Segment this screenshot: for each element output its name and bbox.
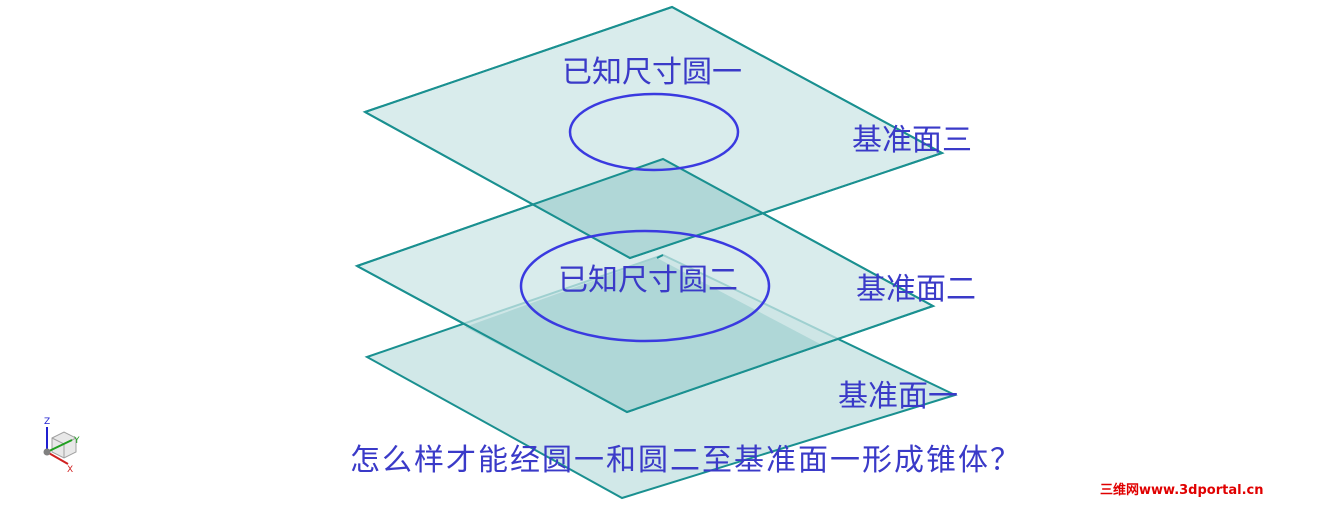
z-axis-label: Z bbox=[44, 417, 50, 427]
y-axis-label: Y bbox=[73, 436, 80, 446]
plane-two-label: 基准面二 bbox=[856, 272, 976, 307]
circle-one-label: 已知尺寸圆一 bbox=[562, 55, 742, 90]
watermark-text: 三维网www.3dportal.cn bbox=[1100, 482, 1263, 498]
sketch-circle-one[interactable] bbox=[568, 92, 740, 172]
triad-origin bbox=[43, 448, 51, 456]
sketch-circle-two[interactable] bbox=[519, 229, 771, 343]
plane-one-label: 基准面一 bbox=[838, 379, 958, 414]
plane-three-label: 基准面三 bbox=[852, 123, 972, 158]
x-axis-line bbox=[46, 451, 69, 465]
datum-plane-three-edge bbox=[364, 5, 945, 260]
datum-plane-one-edge bbox=[656, 254, 664, 259]
datum-plane-two-edge bbox=[356, 157, 936, 414]
orientation-triad[interactable]: Z Y X bbox=[43, 417, 81, 475]
circle-two-label: 已知尺寸圆二 bbox=[558, 263, 738, 298]
y-axis-line bbox=[46, 439, 73, 453]
x-axis-label: X bbox=[67, 465, 73, 475]
question-text: 怎么样才能经圆一和圆二至基准面一形成锥体？ bbox=[350, 443, 1022, 478]
